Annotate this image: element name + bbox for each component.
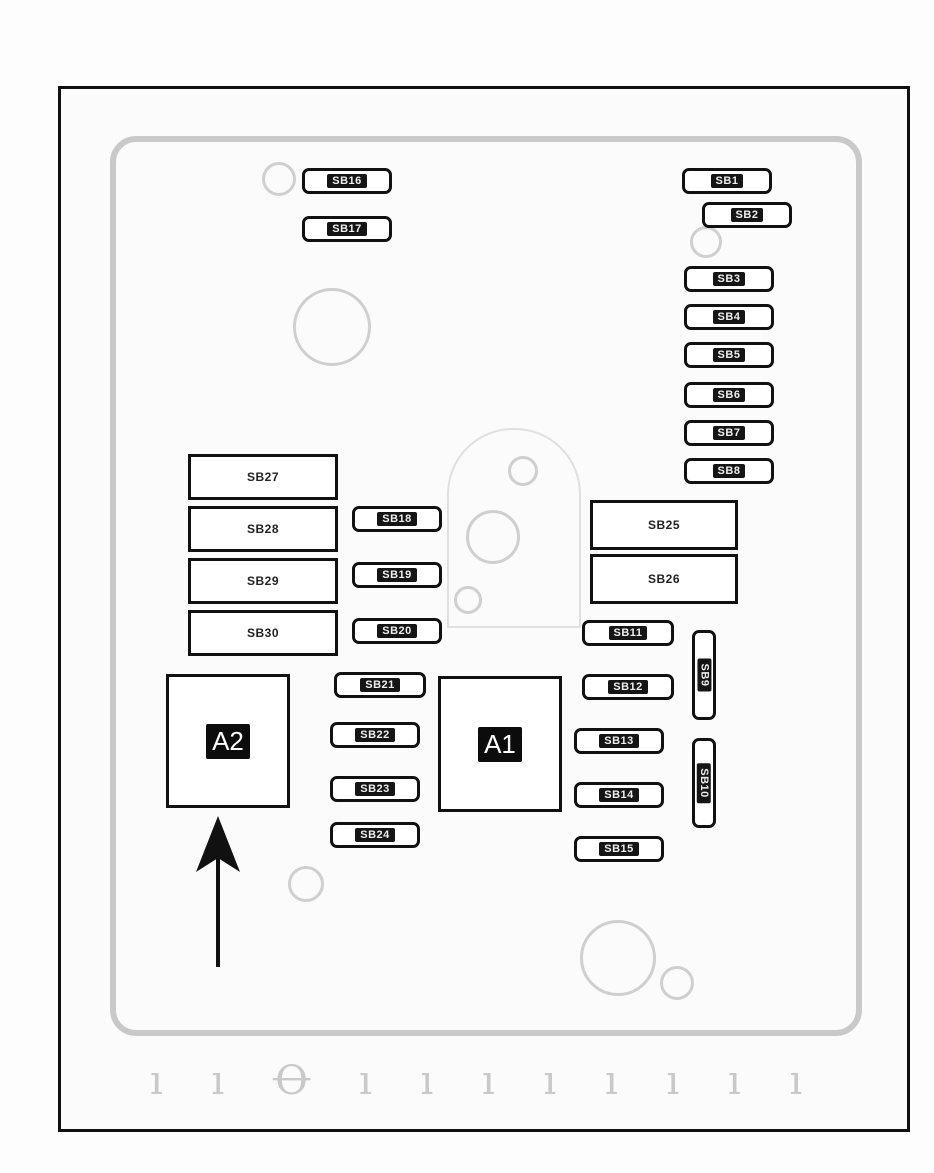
mounting-boss [447, 428, 581, 628]
mount-hole [580, 920, 656, 996]
mount-hole [288, 866, 324, 902]
fuse-label: SB13 [599, 734, 639, 748]
fuse-box-outline [110, 136, 862, 1036]
mount-hole [293, 288, 371, 366]
fuse-label: SB18 [377, 512, 417, 526]
fuse-label: SB5 [712, 348, 746, 362]
fuse-label: SB8 [712, 464, 746, 478]
mount-hole [508, 456, 538, 486]
fuse-sb12: SB12 [582, 674, 674, 700]
fuse-sb5: SB5 [684, 342, 774, 368]
fuse-sb6: SB6 [684, 382, 774, 408]
fuse-sb13: SB13 [574, 728, 664, 754]
fuse-sb9: SB9 [692, 630, 716, 720]
fuse-label: SB6 [712, 388, 746, 402]
fuse-sb7: SB7 [684, 420, 774, 446]
fuse-sb10: SB10 [692, 738, 716, 828]
fuse-sb22: SB22 [330, 722, 420, 748]
arrow-icon [196, 816, 240, 967]
fuse-label: SB20 [377, 624, 417, 638]
fuse-label: SB19 [377, 568, 417, 582]
fuse-label: SB4 [712, 310, 746, 324]
mount-hole [262, 162, 296, 196]
fuse-sb18: SB18 [352, 506, 442, 532]
mount-hole [454, 586, 482, 614]
fuse-sb1: SB1 [682, 168, 772, 194]
relay-a2: A2 [166, 674, 290, 808]
relay-label: A1 [478, 726, 522, 762]
fuse-label: SB9 [697, 658, 711, 692]
fuse-sb23: SB23 [330, 776, 420, 802]
mount-hole [466, 510, 520, 564]
fuse-sb8: SB8 [684, 458, 774, 484]
fuse-label: SB12 [608, 680, 648, 694]
fuse-sb24: SB24 [330, 822, 420, 848]
fuse-sb25: SB25 [590, 500, 738, 550]
fuse-sb28: SB28 [188, 506, 338, 552]
fuse-sb15: SB15 [574, 836, 664, 862]
fuse-sb14: SB14 [574, 782, 664, 808]
fuse-label: SB14 [599, 788, 639, 802]
fuse-label: SB7 [712, 426, 746, 440]
fuse-label: SB16 [327, 174, 367, 188]
fuse-sb16: SB16 [302, 168, 392, 194]
fuse-sb26: SB26 [590, 554, 738, 604]
fuse-sb2: SB2 [702, 202, 792, 228]
fuse-sb30: SB30 [188, 610, 338, 656]
fuse-sb20: SB20 [352, 618, 442, 644]
fuse-sb11: SB11 [582, 620, 674, 646]
fuse-label: SB21 [360, 678, 400, 692]
fuse-label: SB3 [712, 272, 746, 286]
faint-bottom-print: ı ı Ꝋ ı ı ı ı ı ı ı ı [150, 1058, 821, 1104]
fuse-label: SB24 [355, 828, 395, 842]
fuse-sb27: SB27 [188, 454, 338, 500]
fuse-label: SB1 [710, 174, 744, 188]
fuse-label: SB23 [355, 782, 395, 796]
relay-label: A2 [206, 723, 250, 759]
mount-hole [690, 226, 722, 258]
fuse-sb19: SB19 [352, 562, 442, 588]
fuse-sb3: SB3 [684, 266, 774, 292]
fuse-sb17: SB17 [302, 216, 392, 242]
fuse-sb4: SB4 [684, 304, 774, 330]
fuse-sb29: SB29 [188, 558, 338, 604]
fuse-label: SB22 [355, 728, 395, 742]
fuse-label: SB17 [327, 222, 367, 236]
fuse-label: SB2 [730, 208, 764, 222]
fuse-label: SB15 [599, 842, 639, 856]
fuse-label: SB11 [608, 626, 648, 640]
relay-a1: A1 [438, 676, 562, 812]
fuse-sb21: SB21 [334, 672, 426, 698]
fuse-label: SB10 [697, 763, 711, 803]
mount-hole [660, 966, 694, 1000]
